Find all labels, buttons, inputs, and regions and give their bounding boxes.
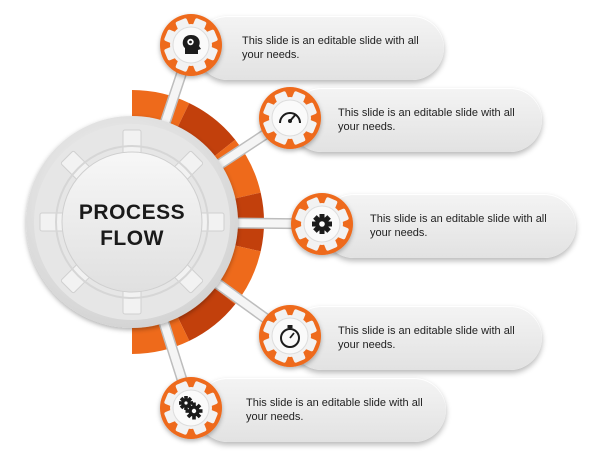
connector xyxy=(157,312,186,381)
double-gear-icon xyxy=(179,396,203,420)
step-5-text: This slide is an editable slide with all… xyxy=(246,397,423,423)
step-1-text: This slide is an editable slide with all… xyxy=(242,35,419,61)
step-1-gear xyxy=(160,14,222,76)
step-3-pill xyxy=(322,194,576,258)
arc-segment xyxy=(175,103,236,160)
connectors xyxy=(155,71,293,382)
gear-ring xyxy=(55,145,209,299)
stopwatch-icon xyxy=(280,325,300,348)
step-2-pill xyxy=(290,88,542,152)
connector xyxy=(209,131,268,173)
connector xyxy=(207,274,269,322)
connector xyxy=(227,219,293,228)
step-2-gear xyxy=(259,87,321,149)
step-4-gear xyxy=(259,305,321,367)
step-1-pill xyxy=(196,16,444,80)
head-gear-icon xyxy=(182,35,201,54)
step-5-gear xyxy=(160,377,222,439)
connector xyxy=(158,72,186,133)
step-4-pill xyxy=(290,306,542,370)
arc-segment xyxy=(175,284,236,341)
central-disc-face xyxy=(61,151,203,293)
step-4-text: This slide is an editable slide with all… xyxy=(338,325,515,351)
speedometer-icon xyxy=(279,112,301,124)
center-title-line1: PROCESS xyxy=(78,201,186,224)
step-3-text: This slide is an editable slide with all… xyxy=(370,213,547,239)
gear-icon xyxy=(312,214,332,234)
center-title-line2: FLOW xyxy=(100,227,164,250)
center-title: PROCESS FLOW xyxy=(42,200,222,252)
step-5-pill xyxy=(196,378,446,442)
step-3-gear xyxy=(291,193,353,255)
arc-segment xyxy=(210,139,261,200)
step-2-text: This slide is an editable slide with all… xyxy=(338,107,515,133)
